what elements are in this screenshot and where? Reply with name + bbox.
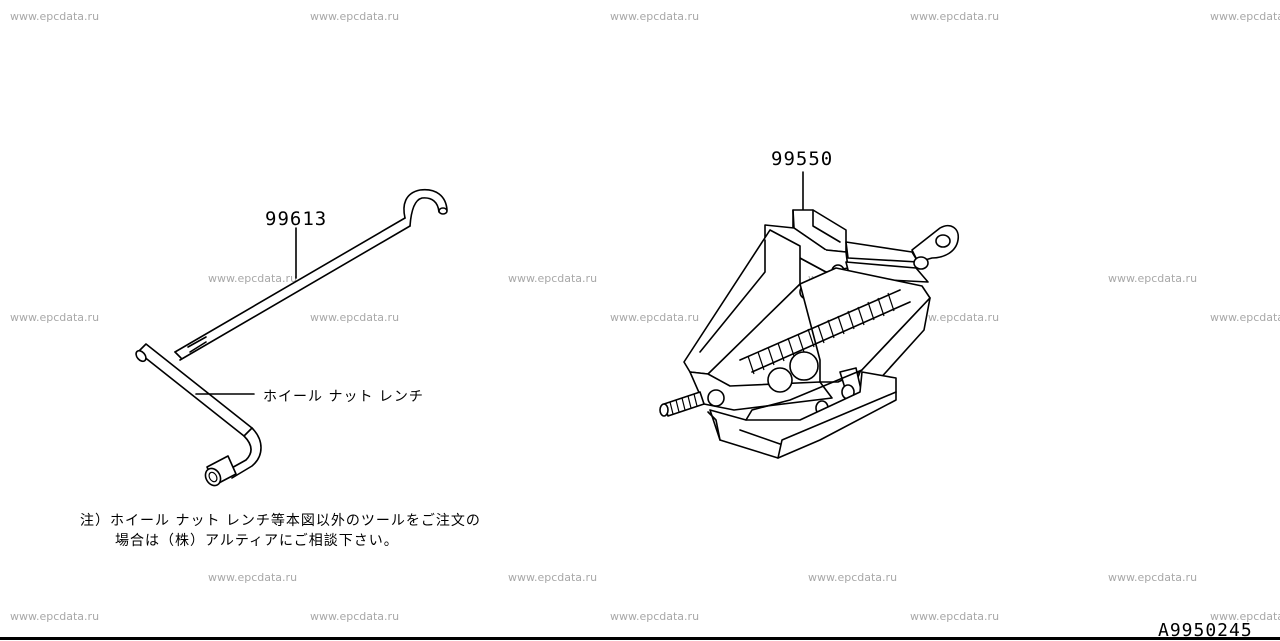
watermark-text: www.epcdata.ru [1210,311,1280,324]
watermark-text: www.epcdata.ru [208,571,298,584]
bottom-border [0,637,1280,640]
wrench-name-label: ホイール ナット レンチ [263,389,424,405]
wrench-part-number: 99613 [265,208,328,230]
watermark-text: www.epcdata.ru [610,610,700,623]
watermark-text: www.epcdata.ru [10,610,100,623]
watermark-text: www.epcdata.ru [1210,610,1280,623]
watermark-text: www.epcdata.ru [610,10,700,23]
watermark-text: www.epcdata.ru [1108,571,1198,584]
watermark-text: www.epcdata.ru [508,272,598,285]
watermark-text: www.epcdata.ru [508,571,598,584]
watermark-text: www.epcdata.ru [208,272,298,285]
watermark-text: www.epcdata.ru [910,610,1000,623]
scissor-jack-illustration [659,171,960,459]
watermark-text: www.epcdata.ru [10,311,100,324]
screw-thread [739,289,911,375]
jack-part-number: 99550 [771,148,834,170]
diagram-code: A9950245 [1158,620,1253,641]
watermark-text: www.epcdata.ru [310,10,400,23]
wheel-nut-wrench-illustration [135,188,448,487]
watermark-text: www.epcdata.ru [10,10,100,23]
note-line-1: 注）ホイール ナット レンチ等本図以外のツールをご注文の [80,513,481,529]
watermark-text: www.epcdata.ru [610,311,700,324]
watermark-text: www.epcdata.ru [808,571,898,584]
note-line-2: 場合は（株）アルティアにご相談下さい。 [115,533,399,549]
watermark-text: www.epcdata.ru [910,10,1000,23]
watermark-text: www.epcdata.ru [1210,10,1280,23]
watermark-text: www.epcdata.ru [1108,272,1198,285]
watermark-text: www.epcdata.ru [310,610,400,623]
watermark-text: www.epcdata.ru [910,311,1000,324]
watermark-text: www.epcdata.ru [310,311,400,324]
